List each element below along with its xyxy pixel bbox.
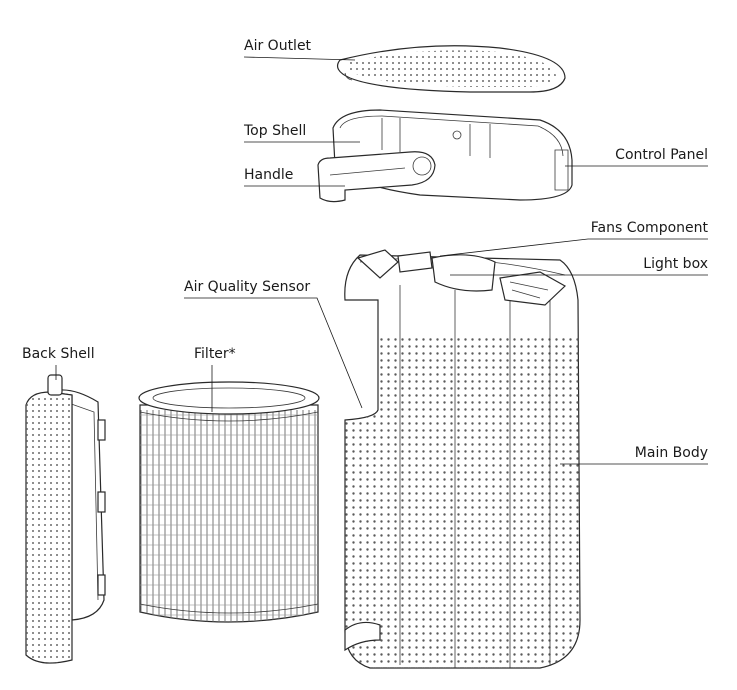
label-air-quality-sensor: Air Quality Sensor [184,279,310,295]
label-handle: Handle [244,167,293,183]
label-air-outlet: Air Outlet [244,38,312,54]
leader-air-quality-sensor [184,297,363,409]
handle-part [317,151,436,203]
leader-lines [55,56,708,465]
main-body-part [344,249,581,669]
leader-fans-component [439,238,708,257]
back-shell-part [25,374,106,664]
leader-air-outlet [243,56,356,61]
label-back-shell: Back Shell [22,346,95,362]
label-filter: Filter* [194,346,236,362]
label-light-box: Light box [643,256,708,272]
label-main-body: Main Body [635,445,708,461]
label-fans-component: Fans Component [591,220,709,236]
filter-part [138,381,320,623]
label-control-panel: Control Panel [615,147,708,163]
air-outlet-part [337,45,566,93]
label-top-shell: Top Shell [243,123,306,139]
